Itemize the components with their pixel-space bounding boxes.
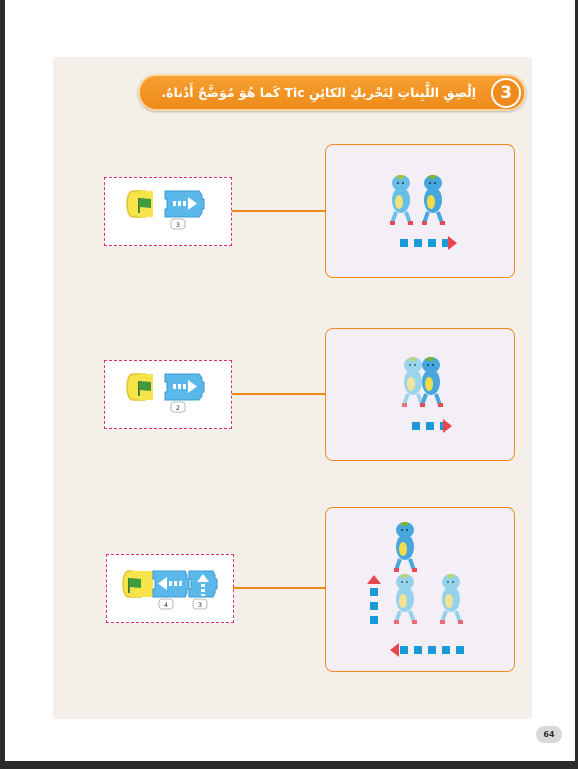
tic-character-start — [440, 574, 463, 624]
movement-arrow-up — [367, 575, 381, 624]
block-value: 4 — [164, 601, 168, 609]
code-box-1: 3 — [104, 177, 232, 246]
block-value: 3 — [176, 221, 180, 229]
green-flag-block — [126, 190, 153, 218]
scene-box-1 — [325, 144, 515, 278]
instruction-banner: اِلْصِقِ اللَّبِناتِ لِتَحْريكِ الكائِنِ… — [138, 74, 526, 111]
move-up-block: 3 — [188, 570, 218, 610]
scene-box-2 — [325, 328, 515, 461]
move-right-block: 2 — [164, 373, 205, 413]
move-left-icon — [158, 577, 182, 590]
move-up-icon — [197, 574, 209, 596]
tic-character-top — [394, 522, 417, 572]
block-value: 2 — [176, 404, 180, 412]
connector-line-3 — [233, 587, 325, 589]
green-flag-block — [126, 373, 153, 401]
move-right-block: 3 — [164, 190, 205, 230]
connector-line-2 — [232, 393, 325, 395]
tic-character-end — [420, 357, 443, 407]
green-flag-icon — [128, 578, 141, 593]
tic-character-start — [402, 357, 425, 407]
movement-arrow-left — [390, 643, 464, 657]
tic-character-middle — [394, 574, 417, 624]
movement-arrow-right — [412, 419, 452, 433]
move-left-block: 4 — [152, 570, 190, 610]
code-box-2: 2 — [104, 360, 232, 429]
code-box-3: 4 3 — [106, 554, 234, 623]
block-value: 3 — [198, 601, 202, 609]
move-right-icon — [173, 380, 197, 393]
tic-character-start — [390, 175, 413, 225]
tic-character-end — [422, 175, 445, 225]
exercise-number: 3 — [491, 78, 521, 108]
green-flag-block — [122, 570, 153, 598]
green-flag-icon — [138, 198, 151, 213]
connector-line-1 — [232, 210, 325, 212]
green-flag-icon — [138, 381, 151, 396]
scene-box-3 — [325, 507, 515, 672]
movement-arrow-right — [400, 236, 457, 250]
page-number: 64 — [536, 726, 562, 743]
move-right-icon — [173, 197, 197, 210]
instruction-text: اِلْصِقِ اللَّبِناتِ لِتَحْريكِ الكائِنِ… — [161, 85, 476, 100]
